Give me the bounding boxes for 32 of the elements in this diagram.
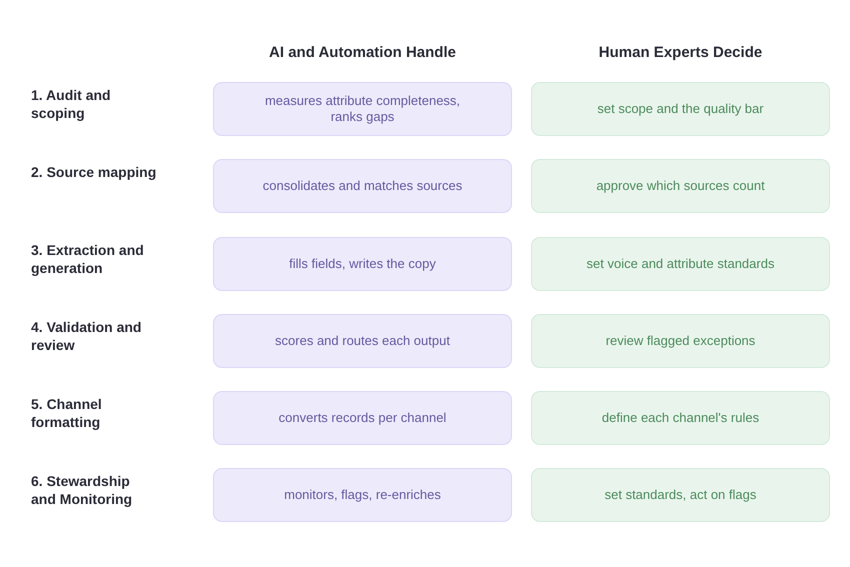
human-decision-text: review flagged exceptions <box>606 333 756 349</box>
automation-task-text: monitors, flags, re-enriches <box>284 487 441 503</box>
column-heading: Human Experts Decide <box>598 44 762 62</box>
human-decision-card <box>531 82 830 136</box>
step-label: 4. Validation and review <box>31 318 142 354</box>
step-label: 1. Audit and scoping <box>31 86 112 122</box>
automation-task-text: converts records per channel <box>278 410 446 426</box>
step-label: 2. Source mapping <box>31 163 158 181</box>
step-label: 3. Extraction and generation <box>31 241 145 277</box>
automation-task-card <box>213 82 512 136</box>
automation-task-card <box>213 237 512 291</box>
human-decision-text: define each channel's rules <box>602 410 760 426</box>
column-heading: AI and Automation Handle <box>269 44 456 62</box>
human-decision-text: set voice and attribute standards <box>586 256 774 272</box>
step-label: 6. Stewardship and Monitoring <box>31 472 134 508</box>
human-decision-text: set standards, act on flags <box>604 487 756 503</box>
automation-task-card <box>213 468 512 522</box>
automation-task-card <box>213 159 512 213</box>
human-decision-card <box>531 314 830 368</box>
human-decision-text: approve which sources count <box>596 178 765 194</box>
automation-task-text: consolidates and matches sources <box>262 178 462 194</box>
human-decision-card <box>531 237 830 291</box>
step-label: 5. Channel formatting <box>31 395 103 431</box>
automation-task-card <box>213 314 512 368</box>
human-decision-card <box>531 468 830 522</box>
human-decision-card <box>531 391 830 445</box>
automation-task-text: fills fields, writes the copy <box>289 256 436 272</box>
human-decision-card <box>531 159 830 213</box>
automation-task-text: measures attribute completeness, ranks gaps <box>264 93 462 125</box>
human-decision-text: set scope and the quality bar <box>597 101 764 117</box>
automation-task-card <box>213 391 512 445</box>
automation-task-text: scores and routes each output <box>275 333 450 349</box>
